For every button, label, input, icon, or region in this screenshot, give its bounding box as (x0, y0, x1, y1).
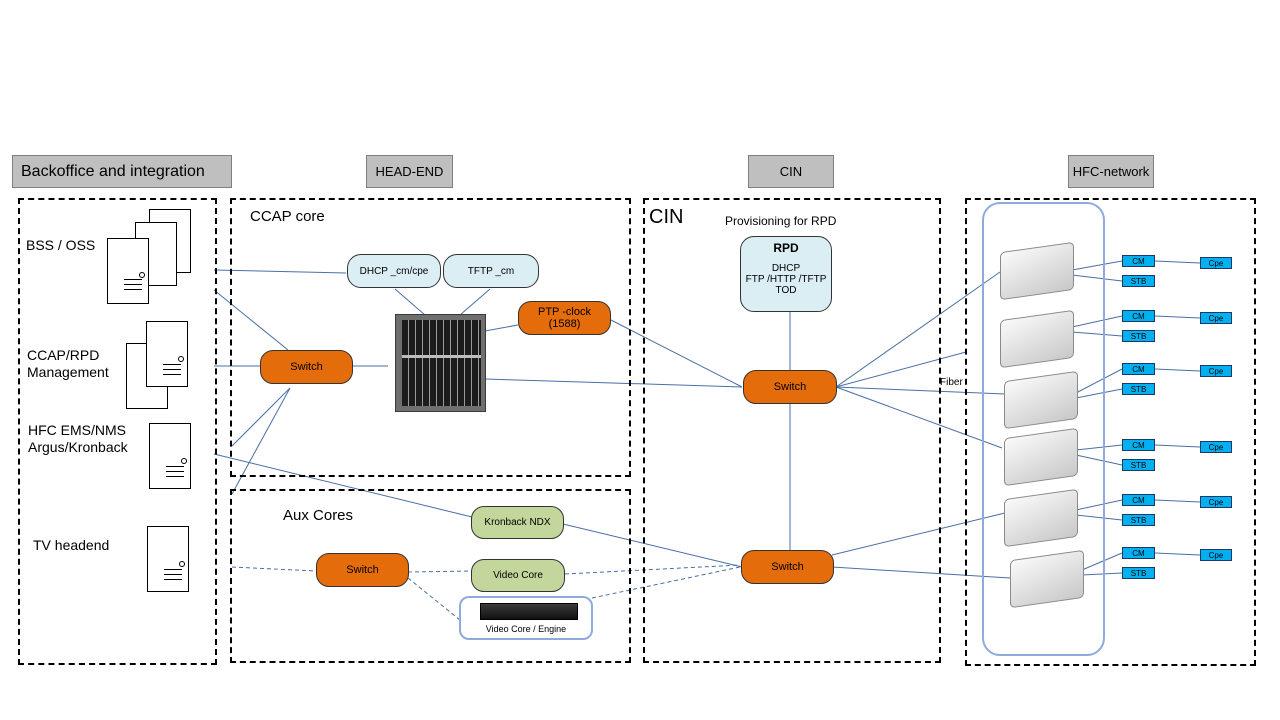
cm-box: CM (1122, 310, 1155, 322)
video-core-box: Video Core (471, 559, 565, 592)
fiber-label: Fiber (940, 377, 963, 388)
hfc-panel (965, 198, 1256, 666)
ptp-line1: PTP -clock (538, 306, 591, 318)
cm-box: CM (1122, 255, 1155, 267)
cin-panel-title: CIN (649, 206, 684, 228)
cpe-box: Cpe (1200, 257, 1232, 269)
ccap-switch: Switch (260, 350, 353, 384)
rpd-box: RPD DHCP FTP /HTTP /TFTP TOD (740, 236, 832, 312)
cm-box: CM (1122, 439, 1155, 451)
ccap-rpd-management-label: CCAP/RPD Management (27, 347, 109, 381)
document-icon (146, 321, 188, 387)
video-core-engine-box: Video Core / Engine (459, 596, 593, 640)
dhcp-cm-cpe-box: DHCP _cm/cpe (347, 254, 441, 288)
cpe-box: Cpe (1200, 312, 1232, 324)
kronback-ndx-box: Kronback NDX (471, 506, 564, 539)
rpd-node-icon (1004, 488, 1078, 548)
document-icon (107, 238, 149, 304)
cin-switch-top: Switch (743, 370, 837, 404)
rpd-node-icon (1004, 370, 1078, 430)
rpd-node-icon (1004, 427, 1078, 487)
ccap-core-title: CCAP core (250, 208, 325, 225)
ccap-chassis-icon (395, 314, 486, 412)
ptp-line2: (1588) (548, 318, 581, 330)
bss-oss-label: BSS / OSS (26, 237, 96, 253)
rpd-dhcp: DHCP (771, 263, 801, 274)
aux-switch: Switch (316, 553, 409, 587)
header-cin: CIN (748, 155, 834, 188)
provisioning-label: Provisioning for RPD (725, 214, 837, 228)
header-backoffice: Backoffice and integration (12, 155, 232, 188)
rpd-title: RPD (773, 241, 799, 255)
cpe-box: Cpe (1200, 365, 1232, 377)
hfc-ems-line1: HFC EMS/NMS (28, 422, 126, 438)
stb-box: STB (1122, 383, 1155, 395)
cm-box: CM (1122, 547, 1155, 559)
cm-box: CM (1122, 494, 1155, 506)
stb-box: STB (1122, 567, 1155, 579)
stb-box: STB (1122, 514, 1155, 526)
cpe-box: Cpe (1200, 549, 1232, 561)
header-headend: HEAD-END (366, 155, 453, 188)
rpd-node-icon (1010, 549, 1084, 609)
stb-box: STB (1122, 275, 1155, 287)
rpd-node-icon (1000, 241, 1074, 301)
rpd-ftp: FTP /HTTP /TFTP (745, 274, 827, 285)
stb-box: STB (1122, 330, 1155, 342)
cin-switch-bottom: Switch (741, 550, 834, 584)
cin-panel (643, 198, 941, 663)
cm-box: CM (1122, 363, 1155, 375)
rpd-node-icon (1000, 309, 1074, 369)
ccap-rpd-line2: Management (27, 364, 109, 380)
rpd-node-group (982, 202, 1105, 656)
video-engine-device-icon (480, 603, 578, 620)
aux-cores-title: Aux Cores (283, 507, 354, 524)
hfc-ems-line2: Argus/Kronback (28, 439, 128, 455)
backoffice-panel (18, 198, 217, 665)
video-engine-label: Video Core / Engine (485, 624, 567, 634)
ptp-clock-box: PTP -clock(1588) (518, 301, 611, 335)
document-icon (149, 423, 191, 489)
ccap-core-panel (230, 198, 631, 477)
aux-cores-panel (230, 489, 631, 663)
ccap-rpd-line1: CCAP/RPD (27, 347, 100, 363)
rpd-tod: TOD (775, 285, 797, 296)
tftp-cm-box: TFTP _cm (443, 254, 539, 288)
document-icon (147, 526, 189, 592)
header-hfc: HFC-network (1068, 155, 1154, 188)
cpe-box: Cpe (1200, 441, 1232, 453)
tv-headend-label: TV headend (33, 537, 110, 553)
cpe-box: Cpe (1200, 496, 1232, 508)
stb-box: STB (1122, 459, 1155, 471)
hfc-ems-label: HFC EMS/NMS Argus/Kronback (28, 422, 128, 456)
